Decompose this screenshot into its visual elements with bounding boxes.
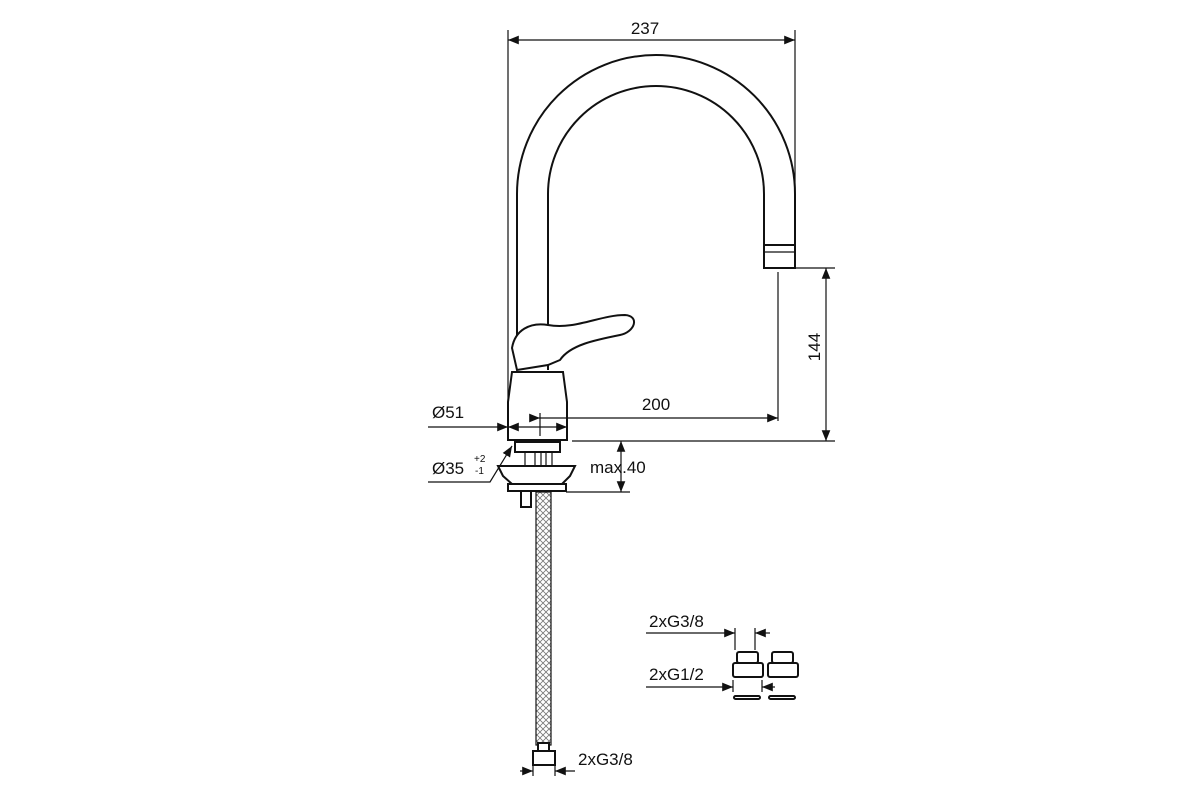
adapters: 2xG3/8 2xG1/2 [646, 612, 799, 700]
aerator [763, 244, 796, 269]
spout [516, 54, 796, 370]
mounting-hardware [496, 441, 577, 508]
dim-adapter-small: 2xG3/8 [649, 612, 704, 631]
dim-reach: 200 [642, 395, 670, 414]
dim-hole-diameter: Ø35 [432, 459, 464, 478]
dim-hose-thread: 2xG3/8 [578, 750, 633, 769]
mixer-body [507, 371, 568, 441]
dim-adapter-large: 2xG1/2 [649, 665, 704, 684]
dim-height: 144 [805, 333, 824, 361]
dim-max-thickness: max.40 [590, 458, 646, 477]
hole-tolerance-plus: +2 [474, 454, 486, 465]
lever-handle [510, 313, 635, 372]
hole-tolerance-minus: -1 [475, 466, 484, 477]
dim-base-diameter: Ø51 [432, 403, 464, 422]
flexible-hose [535, 491, 552, 746]
hose-fitting [532, 742, 556, 766]
dim-total-width: 237 [631, 19, 659, 38]
